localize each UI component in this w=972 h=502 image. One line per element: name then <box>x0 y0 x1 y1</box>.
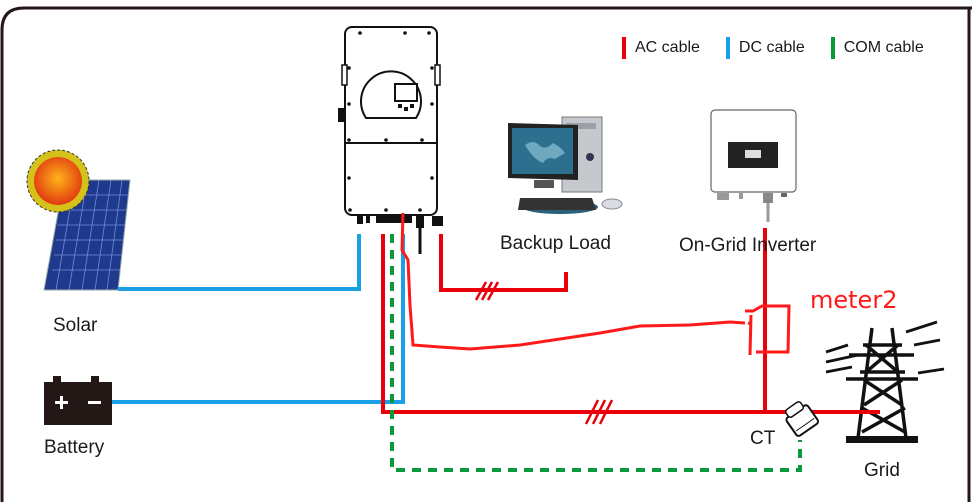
legend-item-dc: DC cable <box>725 37 805 59</box>
meter2-symbol <box>745 304 791 356</box>
cable-legend: AC cable DC cable COM cable <box>622 37 950 59</box>
legend-label-ac: AC cable <box>635 39 700 56</box>
on-grid-inverter-icon <box>710 109 797 222</box>
legend-label-com: COM cable <box>843 39 924 56</box>
meter2-label: meter2 <box>810 286 898 314</box>
com-cable <box>390 234 802 472</box>
dc-cable-battery <box>112 234 405 404</box>
ct-label: CT <box>750 428 776 449</box>
grid-tower-icon <box>825 320 945 443</box>
hybrid-inverter-icon <box>338 26 443 254</box>
grid-label: Grid <box>864 460 900 481</box>
battery-label: Battery <box>44 437 105 458</box>
meter2-wire <box>400 212 746 351</box>
ac-break-mark-backup <box>474 281 500 301</box>
diagram-frame <box>0 6 972 502</box>
legend-swatch-dc <box>725 37 730 59</box>
battery-icon <box>44 376 112 425</box>
legend-swatch-ac <box>622 37 626 59</box>
backup-load-icon <box>508 116 623 214</box>
ac-cable-backup-load <box>439 234 568 292</box>
legend-swatch-com <box>830 37 835 59</box>
sun-icon <box>26 149 90 213</box>
on-grid-inverter-label: On-Grid Inverter <box>679 235 817 256</box>
ac-break-mark-grid <box>584 399 614 425</box>
ac-cable-grid <box>381 234 880 414</box>
dc-cable-solar <box>118 234 361 291</box>
backup-load-label: Backup Load <box>500 233 611 254</box>
legend-label-dc: DC cable <box>738 39 805 56</box>
ct-clamp-icon <box>784 401 820 437</box>
legend-item-ac: AC cable <box>622 37 700 59</box>
legend-item-com: COM cable <box>830 37 924 59</box>
solar-label: Solar <box>53 315 98 336</box>
